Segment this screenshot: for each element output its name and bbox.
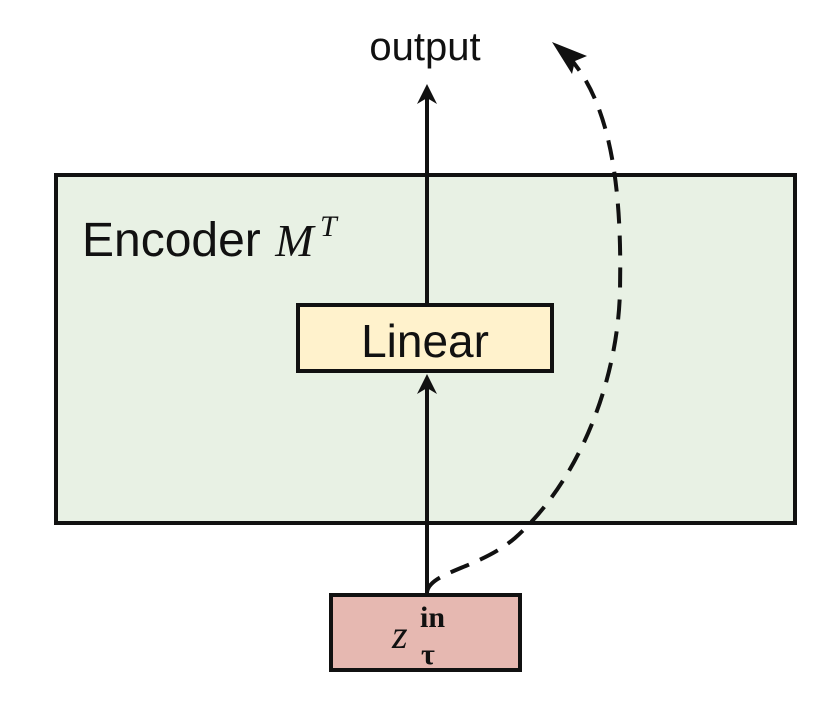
linear-label: Linear	[361, 315, 489, 367]
encoder-label-text: Encoder	[82, 214, 261, 267]
input-subscript: τ	[421, 638, 435, 671]
encoder-symbol: M	[274, 215, 316, 266]
input-symbol: z	[391, 612, 408, 657]
dashed-arrow-head	[552, 42, 587, 74]
output-label: output	[369, 25, 480, 69]
encoder-superscript: T	[320, 210, 339, 243]
linear-box	[296, 303, 554, 373]
input-superscript: in	[420, 601, 445, 634]
encoder-label: Encoder M T	[82, 210, 339, 267]
dashed-skip-arrow	[425, 46, 623, 593]
input-box	[329, 593, 522, 672]
